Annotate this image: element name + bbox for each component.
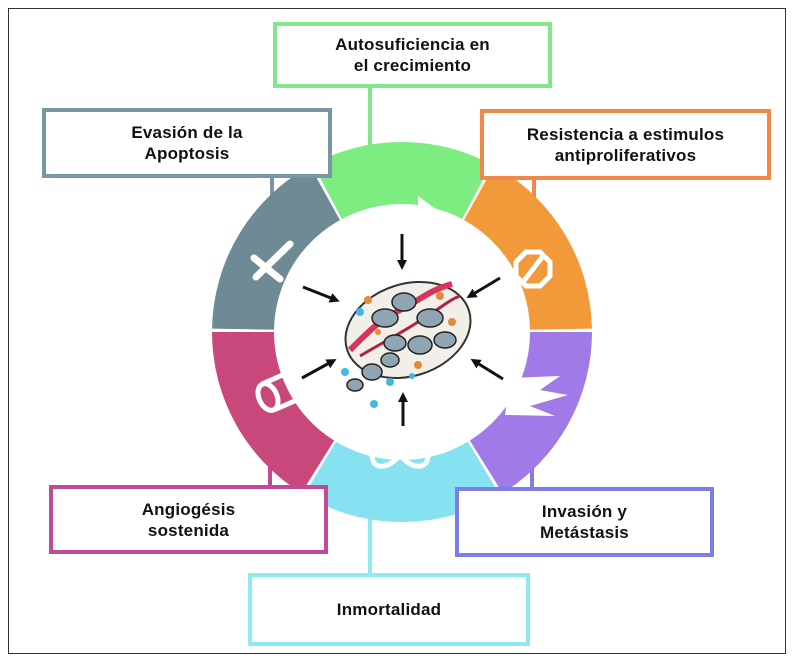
hallmark-apoptosis-box: Evasión de la Apoptosis bbox=[42, 108, 332, 178]
arrow-top-right bbox=[466, 276, 501, 299]
hallmark-immortality-box: Inmortalidad bbox=[248, 573, 530, 646]
arrow-top-left bbox=[302, 285, 340, 303]
arrow-bottom-right bbox=[470, 358, 504, 381]
cross-icon bbox=[250, 240, 294, 283]
tumor-cells-icon bbox=[341, 280, 472, 408]
inward-arrows bbox=[301, 234, 504, 426]
hallmark-angiogenesis-label: Angiogésis sostenida bbox=[141, 499, 236, 540]
ring-segment-immortality bbox=[304, 434, 500, 522]
ring-segment-growth bbox=[312, 142, 492, 227]
hallmark-invasion-label: Invasión y Metástasis bbox=[540, 502, 629, 542]
hallmark-invasion-box: Invasión y Metástasis bbox=[455, 487, 714, 557]
hallmark-growth-label: Autosuficiencia en el crecimiento bbox=[335, 35, 490, 75]
zigzag-invasion-icon bbox=[505, 376, 568, 416]
hallmark-apoptosis-label: Evasión de la Apoptosis bbox=[131, 123, 243, 163]
hallmark-angiogenesis-box: Angiogésis sostenida bbox=[49, 485, 328, 554]
ring-segment-apoptosis bbox=[212, 165, 344, 330]
hallmark-antiproliferative-label: Resistencia a estimulos antiproliferativ… bbox=[526, 124, 725, 165]
hallmark-immortality-label: Inmortalidad bbox=[336, 600, 442, 619]
hallmark-antiproliferative-box: Resistencia a estimulos antiproliferativ… bbox=[480, 109, 771, 180]
stop-sign-icon bbox=[513, 249, 553, 289]
ring-segment-angiogenesis bbox=[212, 332, 339, 494]
hallmark-growth-box: Autosuficiencia en el crecimiento bbox=[273, 22, 552, 88]
ring-segment-antiproliferative bbox=[460, 165, 592, 330]
figure-frame bbox=[8, 8, 786, 654]
arrow-bottom-left bbox=[301, 359, 337, 380]
